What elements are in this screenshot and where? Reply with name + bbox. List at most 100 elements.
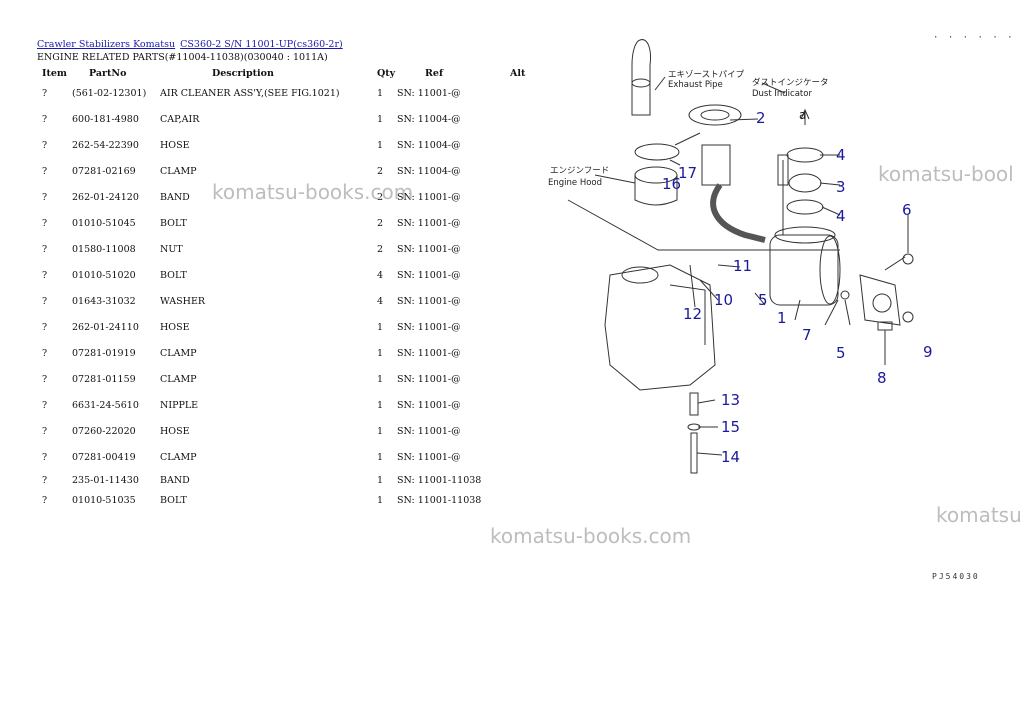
- callout-14: 14: [721, 448, 740, 466]
- cell-ref: SN: 11004-@: [397, 165, 461, 177]
- cell-item: ?: [42, 191, 48, 203]
- cell-item: ?: [42, 217, 48, 229]
- breadcrumb: Crawler Stabilizers Komatsu CS360-2 S/N 1…: [37, 39, 348, 50]
- figure-code: PJ54030: [932, 572, 980, 581]
- cell-qty: 4: [377, 269, 384, 281]
- cell-description: CAP,AIR: [160, 113, 200, 125]
- cell-item: ?: [42, 269, 48, 281]
- cell-partno: 600-181-4980: [72, 113, 139, 125]
- cell-ref: SN: 11001-@: [397, 217, 461, 229]
- watermark: komatsu-books.com: [490, 524, 692, 548]
- cell-ref: SN: 11001-@: [397, 243, 461, 255]
- cell-qty: 4: [377, 295, 384, 307]
- table-row: ?(561-02-12301)AIR CLEANER ASS'Y,(SEE FI…: [35, 80, 540, 106]
- cell-qty: 1: [377, 347, 384, 359]
- table-row: ? 262-01-24120 BAND 2 SN: 11001-@: [35, 184, 540, 210]
- cell-description: BAND: [160, 474, 190, 486]
- callout-10: 10: [714, 291, 733, 309]
- cell-alt: [510, 366, 540, 392]
- cell-alt: [510, 490, 540, 510]
- cell-partno: 262-01-24110: [72, 321, 139, 333]
- cell-description: HOSE: [160, 425, 190, 437]
- detail-letter: a: [799, 108, 806, 122]
- label-engine-hood-en: Engine Hood: [548, 178, 602, 188]
- cell-item: ?: [42, 474, 48, 486]
- cell-item: ?: [42, 451, 48, 463]
- cell-description: HOSE: [160, 321, 190, 333]
- breadcrumb-link-category[interactable]: Crawler Stabilizers Komatsu: [37, 39, 176, 50]
- cell-alt: [510, 106, 540, 132]
- engine-block: [604, 264, 716, 391]
- cell-description: CLAMP: [160, 165, 197, 177]
- cell-description: CLAMP: [160, 347, 197, 359]
- callout-4b: 4: [836, 207, 846, 225]
- cell-description: AIR CLEANER ASS'Y,(SEE FIG.1021): [160, 87, 340, 99]
- header-qty: Qty: [377, 67, 396, 79]
- cell-alt: [510, 444, 540, 470]
- label-dust-indicator-en: Dust Indicator: [752, 89, 812, 99]
- label-exhaust-pipe-jp: エキゾーストパイプ: [668, 70, 745, 80]
- cell-description: BAND: [160, 191, 190, 203]
- cell-ref: SN: 11004-@: [397, 139, 461, 151]
- cell-partno: 07281-02169: [72, 165, 136, 177]
- cell-partno: 01643-31032: [72, 295, 136, 307]
- cell-ref: SN: 11001-@: [397, 269, 461, 281]
- cell-ref: SN: 11001-@: [397, 399, 461, 411]
- cell-partno: 07281-00419: [72, 451, 136, 463]
- cell-item: ?: [42, 139, 48, 151]
- cell-partno: 07260-22020: [72, 425, 136, 437]
- cell-ref: SN: 11001-@: [397, 191, 461, 203]
- gasket-part: [688, 104, 742, 126]
- callout-16: 16: [662, 175, 681, 193]
- cell-partno: 262-01-24120: [72, 191, 139, 203]
- cell-ref: SN: 11001-@: [397, 425, 461, 437]
- cell-description: CLAMP: [160, 451, 197, 463]
- callout-5: 5: [758, 291, 768, 309]
- cell-ref: SN: 11001-@: [397, 373, 461, 385]
- cell-alt: [510, 236, 540, 262]
- cell-qty: 1: [377, 474, 384, 486]
- air-cleaner: [769, 234, 839, 306]
- watermark: komatsu-books.com: [212, 180, 414, 204]
- exhaust-pipe: [631, 39, 651, 116]
- cell-alt: [510, 288, 540, 314]
- cell-description: NUT: [160, 243, 183, 255]
- cell-partno: 01580-11008: [72, 243, 136, 255]
- cell-description: NIPPLE: [160, 399, 199, 411]
- cell-item: ?: [42, 347, 48, 359]
- callout-3: 3: [836, 178, 846, 196]
- cell-description: BOLT: [160, 269, 187, 281]
- header-alt: Alt: [510, 67, 526, 79]
- cell-alt: [510, 184, 540, 210]
- cell-partno: 07281-01159: [72, 373, 136, 385]
- cell-alt: [510, 340, 540, 366]
- breadcrumb-link-model[interactable]: CS360-2 S/N 11001-UP(cs360-2r): [180, 39, 343, 50]
- cell-description: WASHER: [160, 295, 206, 307]
- cell-description: BOLT: [160, 217, 187, 229]
- cell-alt: [510, 418, 540, 444]
- cell-partno: 07281-01919: [72, 347, 136, 359]
- label-exhaust-pipe-en: Exhaust Pipe: [668, 80, 723, 90]
- cell-description: CLAMP: [160, 373, 197, 385]
- cell-description: BOLT: [160, 494, 187, 506]
- callout-11: 11: [733, 257, 752, 275]
- header-ref: Ref: [425, 67, 444, 79]
- callout-15: 15: [721, 418, 740, 436]
- callout-7: 7: [802, 326, 812, 344]
- cell-ref: SN: 11004-@: [397, 113, 461, 125]
- corner-dots: · · · · · ·: [933, 33, 1015, 43]
- cell-qty: 2: [377, 165, 384, 177]
- cell-qty: 2: [377, 191, 384, 203]
- label-dust-indicator-jp: ダストインジケータ: [752, 77, 829, 88]
